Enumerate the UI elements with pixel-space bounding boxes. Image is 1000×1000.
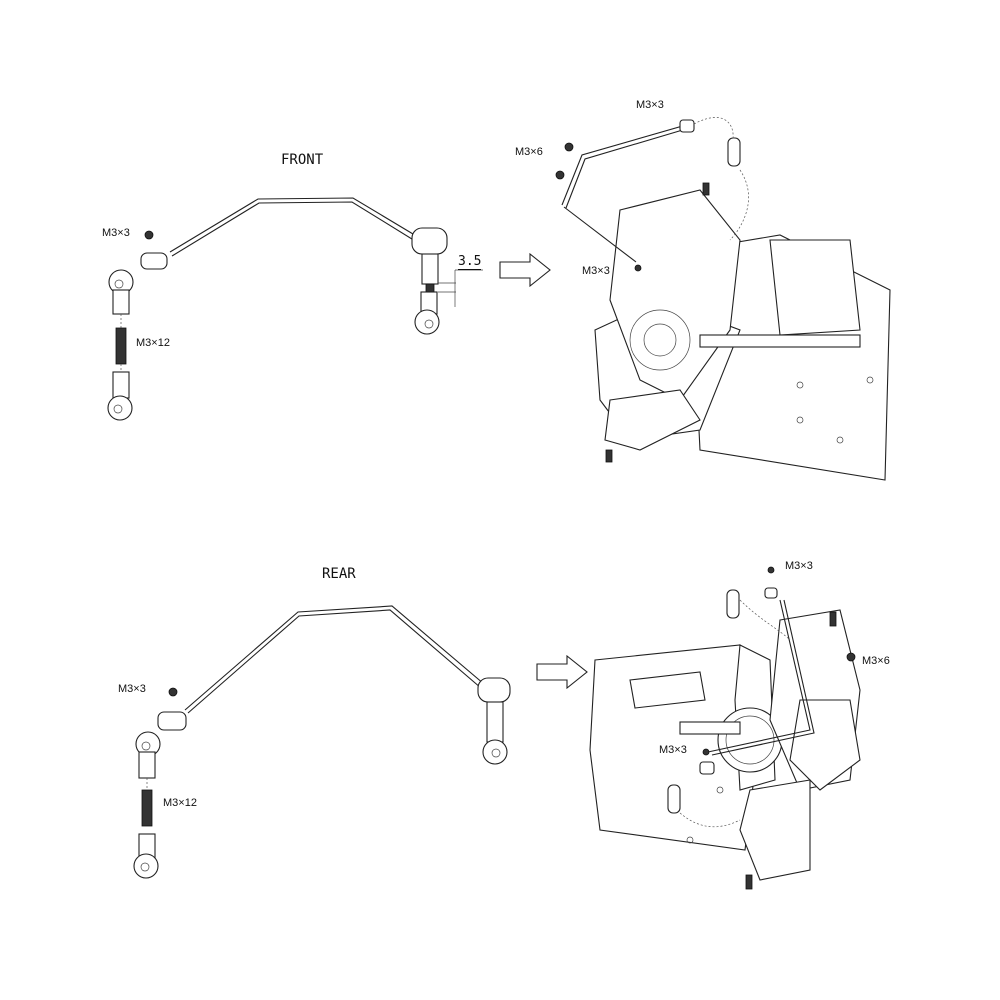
rear-sway-bar-exploded bbox=[133, 605, 511, 879]
rear-set-screw-label: M3×3 bbox=[118, 683, 146, 695]
front-sway-bar-exploded bbox=[107, 197, 483, 421]
rear-install-set-screw-mid-label: M3×3 bbox=[659, 744, 687, 756]
front-install-screw-label: M3×6 bbox=[515, 146, 543, 158]
ball-stud-collar bbox=[411, 227, 448, 255]
ball-end bbox=[414, 309, 440, 335]
ball-end bbox=[107, 395, 133, 421]
arrow-icon bbox=[499, 252, 551, 288]
front-install-set-screw-mid-label: M3×3 bbox=[582, 265, 610, 277]
front-sway-bar bbox=[169, 197, 424, 253]
rear-title: REAR bbox=[322, 566, 356, 582]
set-screw bbox=[144, 230, 154, 240]
arrow-icon bbox=[536, 654, 588, 690]
threaded-rod bbox=[115, 327, 127, 365]
front-title: FRONT bbox=[281, 152, 324, 168]
front-threaded-rod-label: M3×12 bbox=[136, 337, 170, 349]
rear-threaded-rod-label: M3×12 bbox=[163, 797, 197, 809]
front-install-set-screw-top-label: M3×3 bbox=[636, 99, 664, 111]
front-set-screw-label: M3×3 bbox=[102, 227, 130, 239]
rear-install-set-screw-top-label: M3×3 bbox=[785, 560, 813, 572]
rear-install-screw-label: M3×6 bbox=[862, 655, 890, 667]
rear-chassis-install bbox=[589, 566, 861, 890]
front-dimension-label: 3.5 bbox=[458, 254, 482, 270]
ball-stud-collar bbox=[140, 252, 168, 270]
front-chassis-install bbox=[555, 117, 891, 481]
rear-sway-bar bbox=[184, 605, 485, 711]
